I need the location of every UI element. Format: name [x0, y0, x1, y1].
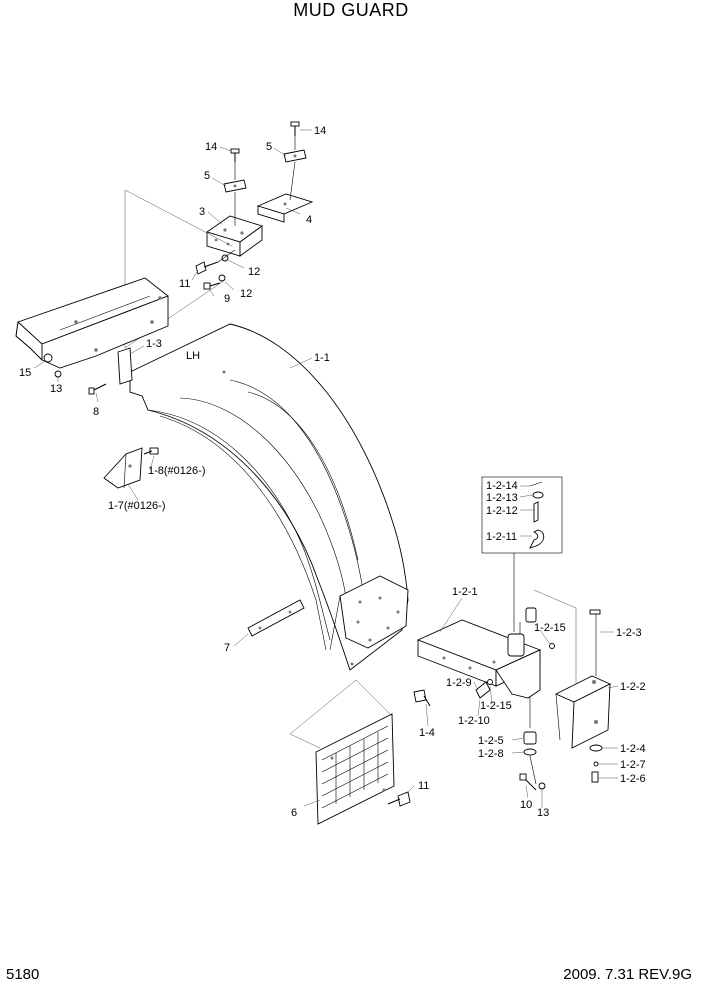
- label-3: 3: [199, 206, 205, 218]
- nut-1-2-15-a: [549, 643, 555, 649]
- label-1-1: 1-1: [314, 352, 330, 364]
- bracket-3: [205, 215, 263, 257]
- label-1-2-12: 1-2-12: [486, 505, 518, 517]
- hinge-box-1-2-11-to-14: [481, 476, 563, 554]
- label-1-2-14: 1-2-14: [486, 480, 518, 492]
- bolt-9: [203, 282, 221, 290]
- bracket-4: [256, 193, 314, 223]
- label-11-flap: 11: [418, 780, 429, 792]
- bolt-1-8: [143, 447, 159, 455]
- frame-member: [15, 277, 169, 369]
- cap-15: [43, 353, 53, 363]
- washer-13-right: [538, 782, 546, 790]
- revision-date: 2009. 7.31 REV.9G: [563, 966, 692, 983]
- bushing-1-2-5: [523, 731, 537, 745]
- callout-leaders: [33, 129, 619, 808]
- bolt-11-flap: [387, 791, 411, 807]
- hinge-bracket-1-2-1: [416, 619, 542, 699]
- label-1-4: 1-4: [419, 727, 435, 739]
- nut-12-b: [218, 274, 226, 282]
- bolt-11-top: [195, 261, 219, 275]
- label-13-right: 13: [537, 807, 549, 819]
- label-1-2-9: 1-2-9: [446, 677, 472, 689]
- hinge-plate-1-2-2: [554, 675, 612, 749]
- label-1-2-11: 1-2-11: [486, 531, 517, 543]
- washer-1-2-7: [593, 761, 599, 767]
- bracket-1-7: [103, 447, 143, 489]
- page-number: 5180: [6, 966, 40, 983]
- hinge-barrel: [507, 607, 537, 657]
- pin-1-2-3-head: [589, 609, 601, 615]
- label-1-2-10: 1-2-10: [458, 715, 490, 727]
- nut-1-2-15-b: [487, 679, 493, 685]
- label-7: 7: [224, 642, 230, 654]
- washer-1-2-4: [589, 744, 603, 752]
- stud-8: [88, 383, 107, 395]
- label-1-2-6: 1-2-6: [620, 773, 646, 785]
- label-1-2-13: 1-2-13: [486, 492, 518, 504]
- label-1-2-3: 1-2-3: [616, 627, 642, 639]
- mud-flap-6: [289, 679, 395, 825]
- label-14-left: 14: [205, 141, 217, 153]
- grease-nipple-1-2-10: [475, 681, 491, 699]
- page-title: MUD GUARD: [293, 0, 409, 20]
- bolt-10: [519, 773, 537, 791]
- label-1-7: 1-7(#0126-): [108, 500, 165, 512]
- label-lh: LH: [186, 350, 200, 362]
- label-6: 6: [291, 807, 297, 819]
- washer-13-left: [54, 370, 62, 378]
- label-1-2-15-a: 1-2-15: [534, 622, 566, 634]
- washer-1-2-8: [523, 748, 537, 756]
- nut-12-a: [221, 254, 229, 262]
- bolt-14-right: [290, 121, 300, 136]
- bolt-1-2-6: [591, 771, 599, 783]
- label-5-left: 5: [204, 170, 210, 182]
- label-9: 9: [224, 293, 230, 305]
- label-11-top: 11: [179, 278, 190, 290]
- label-1-8: 1-8(#0126-): [148, 465, 205, 477]
- label-1-2-8: 1-2-8: [478, 748, 504, 760]
- label-4: 4: [306, 214, 312, 226]
- label-10: 10: [520, 799, 532, 811]
- bolt-1-4: [413, 689, 431, 707]
- label-5-right: 5: [266, 141, 272, 153]
- strap-7: [247, 599, 305, 637]
- label-1-2-7: 1-2-7: [620, 759, 646, 771]
- label-1-2-2: 1-2-2: [620, 681, 646, 693]
- fender-1-1: [117, 323, 409, 671]
- label-1-2-15-b: 1-2-15: [480, 700, 512, 712]
- callout-labels: 14 14 5 5 3 4 11 12 12 9 15 13 8 1-3 LH …: [19, 125, 646, 819]
- label-8: 8: [93, 406, 99, 418]
- label-1-2-5: 1-2-5: [478, 735, 504, 747]
- label-12-b: 12: [240, 288, 252, 300]
- label-1-3: 1-3: [146, 338, 162, 350]
- bracket-assembly: [195, 121, 314, 290]
- label-1-2-1: 1-2-1: [452, 586, 478, 598]
- label-13-left: 13: [50, 383, 62, 395]
- label-14-right: 14: [314, 125, 326, 137]
- label-12-a: 12: [248, 266, 260, 278]
- label-1-2-4: 1-2-4: [620, 743, 646, 755]
- bracket-1-3: [117, 347, 133, 385]
- label-15: 15: [19, 367, 31, 379]
- bolt-14-left: [230, 148, 240, 162]
